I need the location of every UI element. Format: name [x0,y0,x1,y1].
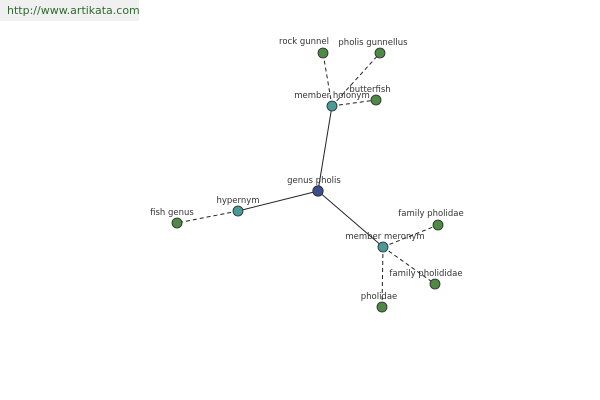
node-family-pholidae[interactable] [432,219,444,231]
node-label-family-pholidae[interactable]: family pholidae [398,209,463,219]
source-banner: http://www.artikata.com [0,0,140,21]
node-label-butterfish[interactable]: butterfish [349,85,390,95]
labels-layer: genus pholis member holonym hypernym member… [150,37,464,302]
edges-layer [176,52,439,308]
node-label-root[interactable]: genus pholis [287,176,341,186]
node-rock-gunnel[interactable] [317,47,329,59]
node-label-member-holonym[interactable]: member holonym [294,91,369,101]
node-label-member-meronym[interactable]: member meronym [345,232,424,242]
edge-member-meronym-to-pholidae [381,246,384,308]
node-pholis-gunnellus[interactable] [374,47,386,59]
nodes-layer [171,47,444,313]
node-family-pholididae[interactable] [429,278,441,290]
edge-root-to-hypernym [237,190,319,212]
node-member-meronym[interactable] [377,241,389,253]
edge-member-meronym-to-family-pholididae [382,246,436,285]
edge-hypernym-to-fish-genus [176,210,239,224]
node-label-rock-gunnel[interactable]: rock gunnel [279,37,329,47]
edge-member-holonym-to-butterfish [331,99,377,107]
node-label-pholidae[interactable]: pholidae [361,292,398,302]
edge-member-holonym-to-pholis-gunnellus [331,52,381,107]
edge-member-holonym-to-rock-gunnel [322,52,333,107]
node-label-pholis-gunnellus[interactable]: pholis gunnellus [338,38,408,48]
node-fish-genus[interactable] [171,217,183,229]
edge-root-to-member-holonym [317,105,333,192]
edge-member-meronym-to-family-pholidae [382,224,439,248]
node-label-fish-genus[interactable]: fish genus [150,208,194,218]
node-member-holonym[interactable] [326,100,338,112]
edge-root-to-member-meronym [317,190,384,248]
node-hypernym[interactable] [232,205,244,217]
node-pholidae[interactable] [376,301,388,313]
node-butterfish[interactable] [370,94,382,106]
node-label-hypernym[interactable]: hypernym [216,196,259,206]
node-label-family-pholididae[interactable]: family pholididae [389,269,462,279]
node-root[interactable] [312,185,324,197]
source-url-link[interactable]: http://www.artikata.com [7,4,140,17]
